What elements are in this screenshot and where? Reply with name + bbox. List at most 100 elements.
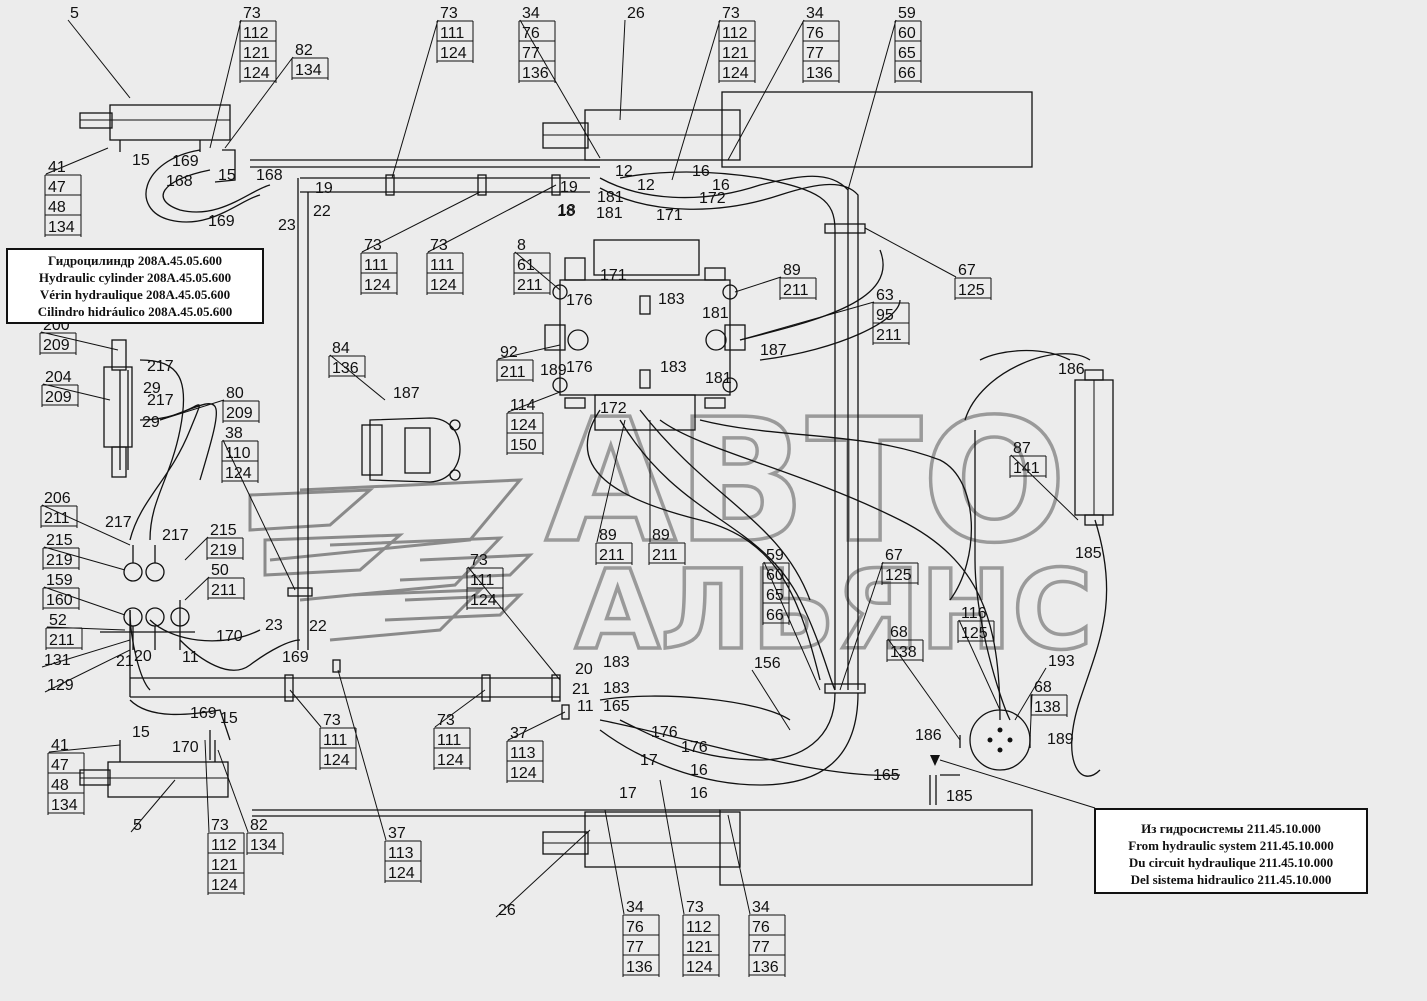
- callout-number: 73: [686, 899, 704, 916]
- callout-number: 34: [752, 899, 770, 916]
- callout-number: 124: [686, 959, 713, 976]
- callout-number: 110: [225, 445, 251, 462]
- callout-number: 215: [210, 522, 237, 539]
- callout-number: 73: [243, 5, 261, 22]
- callout-leader: [217, 749, 249, 833]
- part-label: 11: [182, 649, 199, 666]
- callout-number: 124: [430, 277, 457, 294]
- callout-number: 73: [470, 552, 488, 569]
- callout-number: 209: [45, 389, 72, 406]
- valve-group-left: [100, 545, 195, 650]
- callout-leader: [727, 19, 805, 161]
- callout-leader: [41, 639, 131, 668]
- callout-number: 121: [686, 939, 713, 956]
- part-label: 18: [557, 203, 575, 220]
- callout-stack: 26: [495, 829, 591, 919]
- callout-number: 134: [51, 797, 78, 814]
- cylinder-note-line: Hydraulic cylinder 208A.45.05.600: [38, 270, 232, 285]
- callout-number: 67: [885, 547, 903, 564]
- part-label: 29: [142, 414, 160, 431]
- callout-number: 204: [45, 369, 72, 386]
- callout-number: 138: [890, 644, 917, 661]
- callout-number: 73: [430, 237, 448, 254]
- callout-number: 112: [243, 25, 269, 42]
- callout-number: 121: [243, 45, 270, 62]
- callout-stack: 193: [1014, 653, 1075, 721]
- callout-number: 92: [500, 344, 518, 361]
- callout-number: 73: [364, 237, 382, 254]
- callout-number: 136: [332, 360, 359, 377]
- part-label: 15: [218, 167, 236, 184]
- callout-number: 113: [388, 845, 414, 862]
- part-label: 183: [658, 291, 685, 308]
- callout-number: 95: [876, 307, 894, 324]
- part-label: 176: [681, 739, 708, 756]
- part-label: 22: [309, 618, 327, 635]
- callout-leader: [507, 391, 561, 413]
- callout-number: 66: [766, 607, 784, 624]
- callout-number: 73: [440, 5, 458, 22]
- callout-leader: [1014, 667, 1047, 721]
- watermark-logo: [248, 478, 534, 642]
- callout-number: 134: [295, 62, 322, 79]
- part-label: 217: [147, 392, 174, 409]
- callout-leader: [434, 689, 486, 728]
- part-label: 19: [560, 179, 578, 196]
- part-label: 17: [640, 752, 658, 769]
- system-note-line: Du circuit hydraulique 211.45.10.000: [1128, 855, 1334, 870]
- part-label: 181: [702, 305, 729, 322]
- part-label: 176: [566, 359, 593, 376]
- callout-leader: [671, 19, 721, 181]
- callout-leader: [67, 19, 131, 99]
- callout-number: 111: [470, 572, 494, 589]
- part-label: 169: [172, 153, 199, 170]
- part-label: 22: [313, 203, 331, 220]
- callout-number: 111: [430, 257, 454, 274]
- callout-number: 116: [961, 605, 987, 622]
- callout-leader: [427, 184, 557, 253]
- callout-leader: [839, 561, 884, 691]
- callout-number: 124: [364, 277, 391, 294]
- part-label: 185: [946, 788, 973, 805]
- callout-number: 211: [652, 547, 678, 564]
- part-label: 176: [651, 724, 678, 741]
- part-label: 170: [216, 628, 243, 645]
- part-label: 23: [265, 617, 283, 634]
- callout-number: 160: [46, 592, 73, 609]
- callout-leader: [467, 566, 561, 681]
- part-label: 185: [1075, 545, 1102, 562]
- callout-number: 34: [626, 899, 644, 916]
- callout-number: 41: [51, 737, 69, 754]
- callout-leader: [43, 546, 126, 571]
- callout-number: 114: [510, 397, 536, 414]
- callout-number: 211: [599, 547, 625, 564]
- callout-number: 124: [243, 65, 270, 82]
- callout-number: 89: [599, 527, 617, 544]
- part-label: 20: [134, 648, 152, 665]
- pipes: [119, 149, 1108, 817]
- callout-leader: [42, 383, 111, 401]
- callout-number: 34: [522, 5, 540, 22]
- callout-leader: [337, 669, 387, 841]
- callout-number: 219: [210, 542, 237, 559]
- part-label: 181: [705, 370, 732, 387]
- callout-number: 219: [46, 552, 73, 569]
- callout-number: 77: [626, 939, 644, 956]
- callout-number: 211: [49, 632, 75, 649]
- part-label: 186: [915, 727, 942, 744]
